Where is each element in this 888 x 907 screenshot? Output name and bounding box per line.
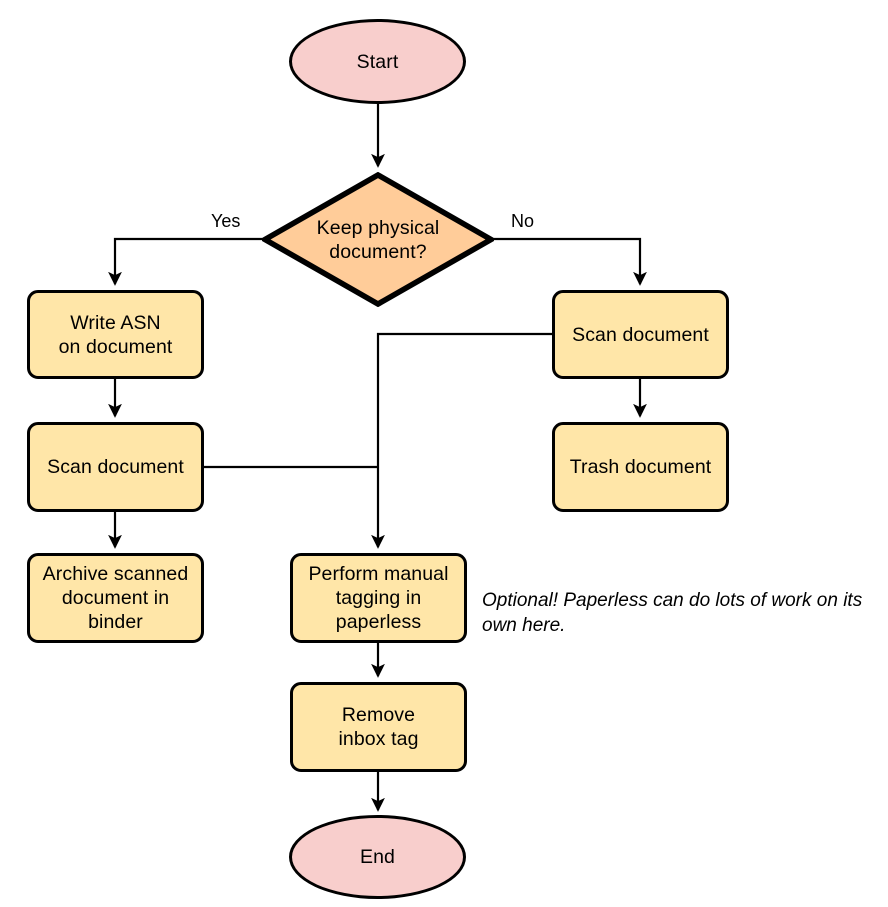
node-keep-physical-document[interactable]: Keep physical document? [262,172,494,307]
node-perform-manual-tagging-in-paperless[interactable]: Perform manual tagging in paperless [290,553,467,643]
node-perform-manual-tagging-in-paperless-label: Perform manual tagging in paperless [308,563,449,633]
edge-decision-to-scan-right [494,237,647,286]
edge-decision-to-write-asn [108,237,262,286]
node-trash-document[interactable]: Trash document [552,422,729,512]
node-scan-document-left[interactable]: Scan document [27,422,204,512]
node-remove-inbox-tag[interactable]: Remove inbox tag [290,682,467,772]
node-trash-document-label: Trash document [569,456,712,478]
node-archive-scanned-document-in-binder-label: Archive scanned document in binder [42,563,189,633]
node-scan-document-right[interactable]: Scan document [552,290,729,379]
edge-scan-right-to-tagging [371,332,552,549]
node-remove-inbox-tag-label: Remove inbox tag [338,704,419,750]
node-scan-document-left-label: Scan document [47,456,184,478]
node-scan-document-right-label: Scan document [572,323,709,346]
node-end-label: End [360,846,395,868]
node-write-asn-on-document[interactable]: Write ASN on document [27,290,204,379]
node-keep-physical-document-label: Keep physical document? [316,216,440,263]
node-end[interactable]: End [289,815,466,899]
node-write-asn-on-document-label: Write ASN on document [58,311,173,358]
edge-label-no: No [511,211,535,231]
node-start[interactable]: Start [289,19,466,104]
optional-note: Optional! Paperless can do lots of work … [482,590,863,636]
node-archive-scanned-document-in-binder[interactable]: Archive scanned document in binder [27,553,204,643]
edge-label-yes: Yes [211,211,241,231]
node-start-label: Start [356,50,399,73]
diamond-shape [262,172,494,307]
